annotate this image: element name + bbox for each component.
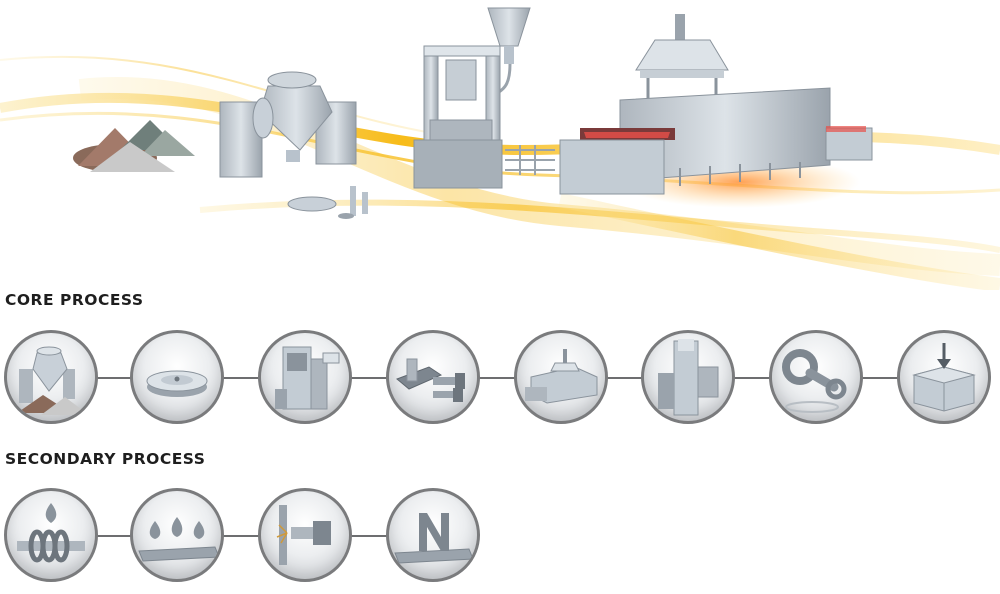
induction-hardening-icon [17,503,85,563]
core-step-pressing[interactable] [258,330,352,424]
core-process-row [0,329,1000,429]
core-step-tooling[interactable] [386,330,480,424]
core-process-title: CORE PROCESS [5,291,144,309]
core-step-die-fill[interactable] [130,330,224,424]
secondary-process-title: SECONDARY PROCESS [5,450,206,468]
machining-icon [276,505,331,565]
secondary-step-nitriding[interactable] [386,488,480,582]
powder-piles-icon [73,120,195,172]
heat-treatment-icon [138,517,220,562]
sintering-furnace-icon [559,14,873,208]
core-step-sintering[interactable] [514,330,608,424]
tooling-punches-icon [396,358,465,402]
finished-parts-icon [782,349,847,413]
sintering-furnace-icon [525,349,598,404]
nitriding-icon [394,513,474,564]
press-machine-icon [275,346,340,410]
powder-mixer-icon [17,346,89,415]
cone-mixer-icon [219,71,357,178]
core-step-finished-parts[interactable] [769,330,863,424]
core-step-packaging[interactable] [897,330,991,424]
connector-line [50,377,940,379]
core-step-mixing[interactable] [4,330,98,424]
secondary-step-heat-treatment[interactable] [130,488,224,582]
compaction-press-icon [413,7,555,189]
sizing-press-icon [658,339,719,416]
process-line-illustration [0,7,1000,290]
die-parts-icon [287,186,368,219]
secondary-process-row [0,487,1000,587]
packaging-box-icon [912,343,976,412]
secondary-step-machining[interactable] [258,488,352,582]
connector-line [50,535,435,537]
compaction-die-icon [146,370,208,397]
secondary-step-induction[interactable] [4,488,98,582]
core-step-sizing[interactable] [641,330,735,424]
